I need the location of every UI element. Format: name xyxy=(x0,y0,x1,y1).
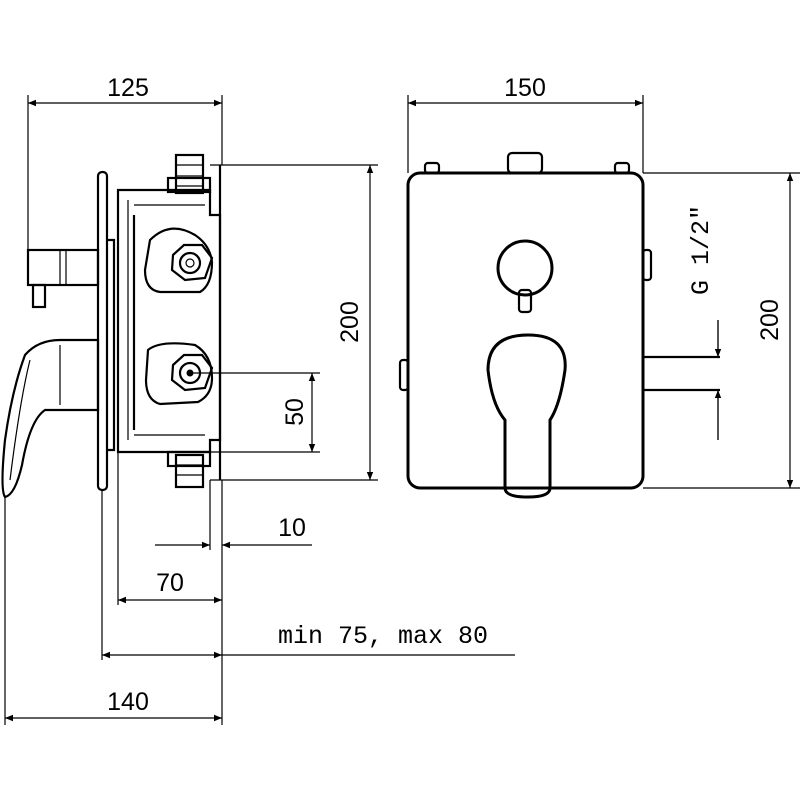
hex-port-upper xyxy=(170,243,214,282)
lever-handle xyxy=(1,338,100,499)
diverter-knob xyxy=(26,248,100,309)
dim-200-right: 200 xyxy=(756,299,784,341)
dim-thread: G 1/2" xyxy=(687,205,716,295)
front-view xyxy=(398,151,720,499)
dim-150: 150 xyxy=(504,74,546,102)
bottom-nut xyxy=(166,450,212,489)
dim-50: 50 xyxy=(281,398,309,426)
dimension-lines xyxy=(4,95,800,725)
lever-front xyxy=(486,333,567,499)
dim-140: 140 xyxy=(107,688,149,716)
dimension-labels: 125 150 200 50 200 G 1/2" 10 70 min 75, … xyxy=(107,74,784,716)
dim-10: 10 xyxy=(278,514,306,542)
dim-70: 70 xyxy=(156,569,184,597)
diverter-knob-front xyxy=(496,239,554,297)
dim-install-depth: min 75, max 80 xyxy=(278,622,488,651)
side-view xyxy=(1,153,226,499)
dim-125: 125 xyxy=(107,74,149,102)
cover-plate xyxy=(96,170,109,492)
dim-200-left: 200 xyxy=(336,301,364,343)
mounting-flange xyxy=(107,238,116,452)
front-plate xyxy=(406,171,645,490)
top-nut xyxy=(166,153,212,195)
